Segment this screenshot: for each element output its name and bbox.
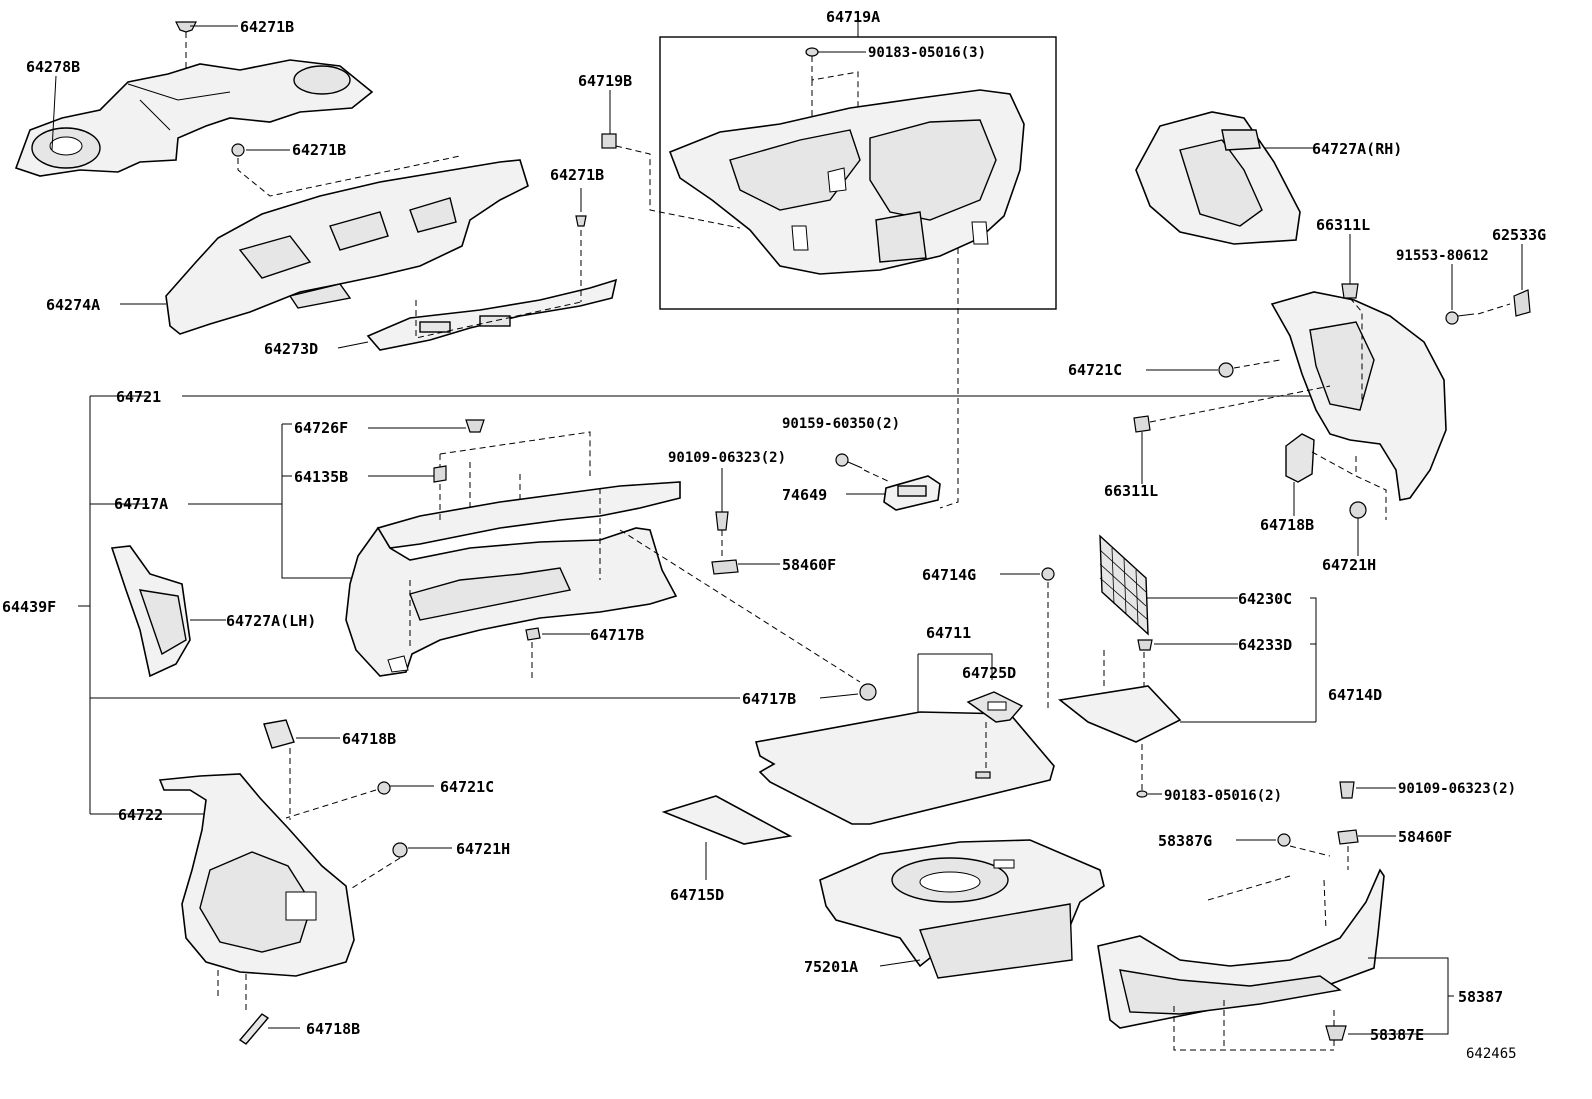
label-58460F-a: 58460F bbox=[782, 556, 836, 574]
label-64721H-rh: 64721H bbox=[1322, 556, 1376, 574]
part-64715D-shape bbox=[661, 795, 793, 845]
part-64273D-shape bbox=[366, 278, 618, 351]
clip-58387G bbox=[1277, 833, 1331, 857]
part-64719A-shape bbox=[668, 89, 1025, 275]
label-58387: 58387 bbox=[1458, 988, 1503, 1006]
label-58387E: 58387E bbox=[1370, 1026, 1424, 1044]
diagram-id: 642465 bbox=[1466, 1046, 1517, 1062]
clip-64271B-mid bbox=[231, 143, 461, 197]
label-64274A: 64274A bbox=[46, 296, 100, 314]
grille-64718B-rh bbox=[1285, 433, 1387, 520]
clip-64721C-rh bbox=[1218, 359, 1281, 378]
clip-64135B bbox=[433, 465, 447, 483]
clip-66311L-top bbox=[1341, 283, 1363, 402]
label-64230C: 64230C bbox=[1238, 590, 1292, 608]
label-64714D: 64714D bbox=[1328, 686, 1382, 704]
label-64718B-lh-bottom: 64718B bbox=[306, 1020, 360, 1038]
label-90183-05016-3: 90183-05016(3) bbox=[868, 45, 986, 61]
label-64719B: 64719B bbox=[578, 72, 632, 90]
label-64721C-lh: 64721C bbox=[440, 778, 494, 796]
part-64722-shape bbox=[158, 773, 355, 977]
label-64727A-RH: 64727A(RH) bbox=[1312, 140, 1402, 158]
label-64726F: 64726F bbox=[294, 419, 348, 437]
part-64274A-shape bbox=[165, 159, 529, 335]
nut-58460F-b bbox=[1337, 829, 1359, 870]
label-58460F-b: 58460F bbox=[1398, 828, 1452, 846]
label-64721: 64721 bbox=[116, 388, 161, 406]
grille-64718B-lh-bottom bbox=[217, 970, 270, 1045]
label-64273D: 64273D bbox=[264, 340, 318, 358]
clip-64714G bbox=[1041, 567, 1055, 712]
clip-64726F bbox=[465, 419, 485, 433]
label-62533G: 62533G bbox=[1492, 226, 1546, 244]
label-64717A: 64717A bbox=[114, 495, 168, 513]
label-66311L-top: 66311L bbox=[1316, 216, 1370, 234]
part-64278B-shape bbox=[14, 59, 374, 177]
part-64711-shape bbox=[754, 711, 1055, 825]
label-64714G: 64714G bbox=[922, 566, 976, 584]
label-90159-60350-2: 90159-60350(2) bbox=[782, 416, 900, 432]
clip-64721C-lh bbox=[285, 781, 391, 819]
label-64718B-rh: 64718B bbox=[1260, 516, 1314, 534]
label-64271B-right: 64271B bbox=[550, 166, 604, 184]
part-64725D-shape bbox=[966, 691, 1024, 779]
clip-64271B-right bbox=[415, 215, 587, 339]
label-90109-06323-2-a: 90109-06323(2) bbox=[668, 450, 786, 466]
grille-64718B-lh-top bbox=[263, 719, 295, 749]
label-64727A-LH: 64727A(LH) bbox=[226, 612, 316, 630]
label-64721C-rh: 64721C bbox=[1068, 361, 1122, 379]
clip-64271B-top bbox=[175, 21, 197, 72]
part-64727A-LH-shape bbox=[110, 545, 191, 678]
clip-64721H-lh bbox=[351, 842, 408, 889]
clip-58387E bbox=[1325, 1025, 1347, 1041]
clip-66311L-lower bbox=[1133, 385, 1331, 433]
part-58387-shape bbox=[1097, 868, 1385, 1029]
part-64714D-shape bbox=[1058, 685, 1182, 743]
label-64233D: 64233D bbox=[1238, 636, 1292, 654]
part-64717A-shape bbox=[345, 481, 681, 677]
bolt-90109-06323-b bbox=[1339, 781, 1355, 799]
clip-90183-05016-bottom bbox=[1136, 740, 1148, 798]
clip-64721H-rh bbox=[1349, 501, 1367, 519]
label-64439F: 64439F bbox=[2, 598, 56, 616]
label-64719A: 64719A bbox=[826, 8, 880, 26]
clip-64717B-mid bbox=[525, 627, 541, 680]
nut-58460F-a bbox=[711, 559, 739, 575]
label-64271B-top: 64271B bbox=[240, 18, 294, 36]
part-75201A-shape bbox=[819, 839, 1105, 979]
label-64135B: 64135B bbox=[294, 468, 348, 486]
label-90109-06323-2-b: 90109-06323(2) bbox=[1398, 781, 1516, 797]
label-64721H-lh: 64721H bbox=[456, 840, 510, 858]
bolt-91553-80612 bbox=[1445, 303, 1511, 325]
net-64230C-shape bbox=[1099, 534, 1149, 636]
label-64722: 64722 bbox=[118, 806, 163, 824]
bolt-90109-06323-a bbox=[715, 511, 729, 556]
callout-labels: 64271B 64278B 64271B 64271B 64274A 64273… bbox=[2, 8, 1546, 1062]
label-64717B-mid: 64717B bbox=[590, 626, 644, 644]
label-64718B-lh-top: 64718B bbox=[342, 730, 396, 748]
clip-62533G bbox=[1513, 244, 1531, 317]
label-66311L-lower: 66311L bbox=[1104, 482, 1158, 500]
label-74649: 74649 bbox=[782, 486, 827, 504]
label-75201A: 75201A bbox=[804, 958, 858, 976]
clip-64717B-far bbox=[859, 683, 877, 701]
label-90183-05016-2: 90183-05016(2) bbox=[1164, 788, 1282, 804]
label-58387G: 58387G bbox=[1158, 832, 1212, 850]
bolt-90159-60350 bbox=[835, 453, 891, 483]
label-64278B: 64278B bbox=[26, 58, 80, 76]
label-91553-80612: 91553-80612 bbox=[1396, 248, 1489, 264]
label-64271B-mid: 64271B bbox=[292, 141, 346, 159]
clip-64719B bbox=[601, 133, 741, 229]
label-64711: 64711 bbox=[926, 624, 971, 642]
label-64715D: 64715D bbox=[670, 886, 724, 904]
part-rh-quarter-trim-shape bbox=[1270, 291, 1447, 501]
part-64727A-RH-shape bbox=[1135, 111, 1301, 245]
part-74649-shape bbox=[883, 475, 941, 511]
label-64717B-far: 64717B bbox=[742, 690, 796, 708]
label-64725D: 64725D bbox=[962, 664, 1016, 682]
